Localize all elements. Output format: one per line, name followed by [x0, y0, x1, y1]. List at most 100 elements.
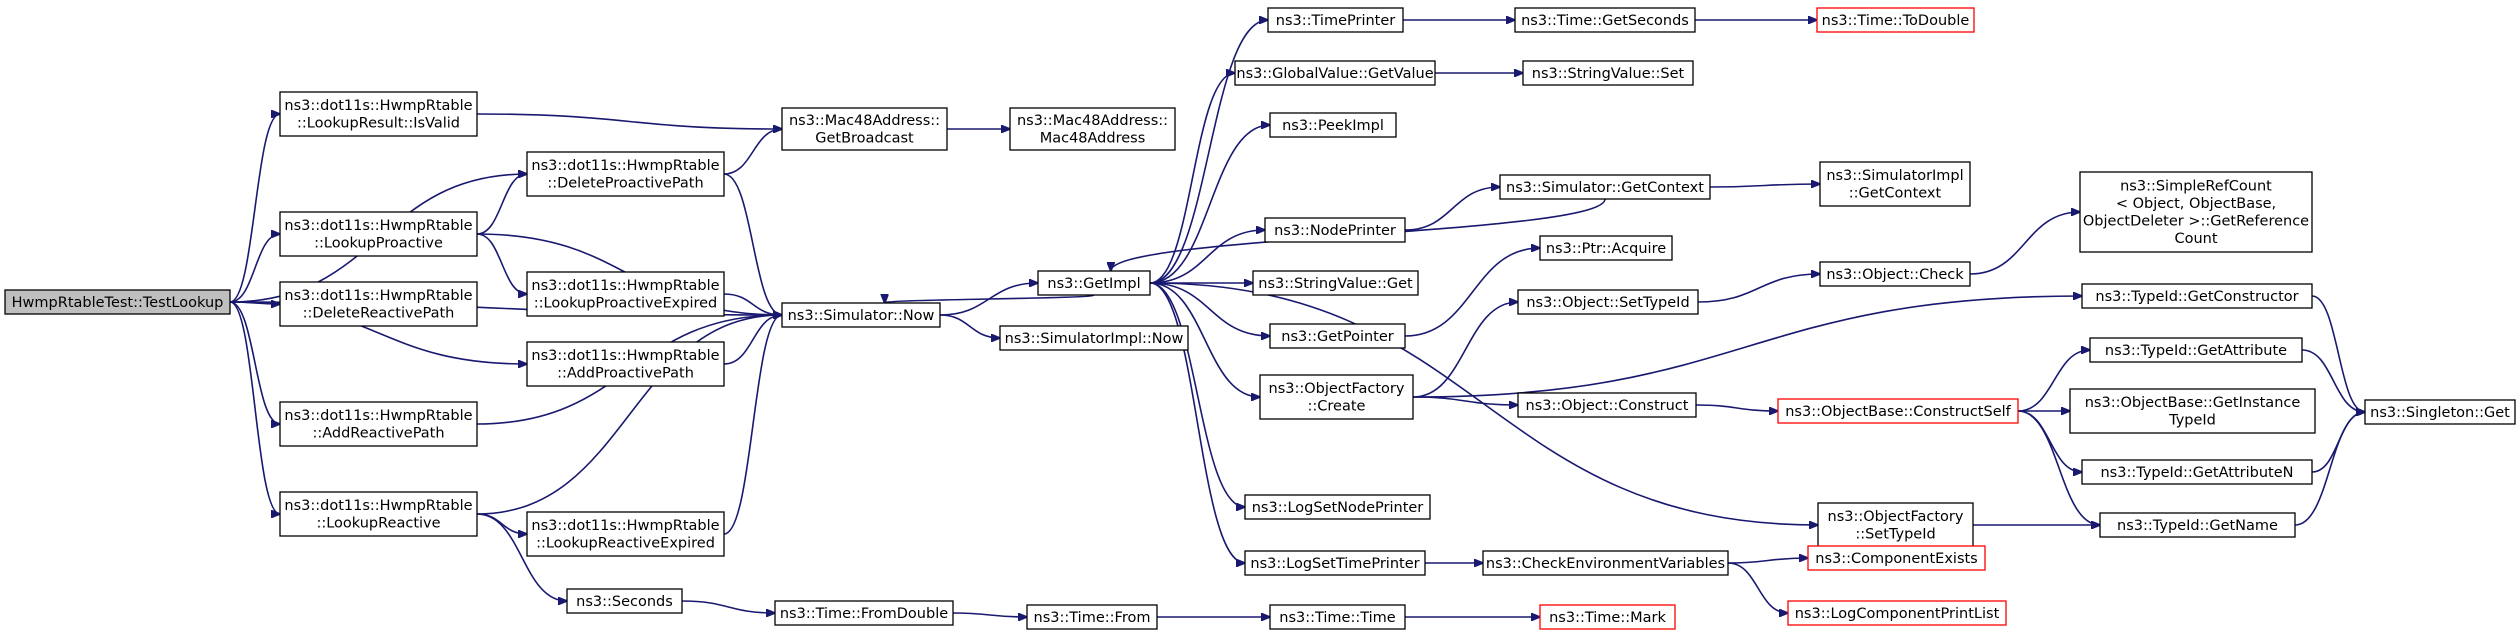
node-box[interactable] — [1009, 107, 1176, 151]
node-box[interactable] — [781, 107, 948, 151]
node-box[interactable] — [2099, 512, 2296, 538]
node-box[interactable] — [1267, 7, 1404, 33]
node-box[interactable] — [1252, 270, 1419, 296]
node-box[interactable] — [566, 588, 683, 614]
node-timeprinter[interactable]: ns3::TimePrinter — [1267, 7, 1404, 33]
node-getattribute[interactable]: ns3::TypeId::GetAttribute — [2089, 337, 2303, 363]
node-todouble[interactable]: ns3::Time::ToDouble — [1816, 7, 1975, 33]
node-box[interactable] — [999, 325, 1189, 351]
node-ofsettypeid[interactable]: ns3::ObjectFactory::SetTypeId — [1817, 502, 1974, 548]
node-box[interactable] — [1522, 60, 1694, 86]
node-delreact[interactable]: ns3::dot11s::HwmpRtable::DeleteReactiveP… — [279, 281, 478, 327]
node-ofcreate[interactable]: ns3::ObjectFactory::Create — [1259, 374, 1414, 420]
node-box[interactable] — [1539, 604, 1676, 630]
node-box[interactable] — [2081, 283, 2313, 309]
node-timefrom[interactable]: ns3::Time::From — [1026, 604, 1158, 630]
node-singleton[interactable]: ns3::Singleton::Get — [2364, 399, 2516, 425]
node-box[interactable] — [526, 341, 725, 387]
node-checkenv[interactable]: ns3::CheckEnvironmentVariables — [1482, 550, 1729, 576]
node-isvalid[interactable]: ns3::dot11s::HwmpRtable::LookupResult::I… — [279, 91, 478, 137]
node-simimplnow[interactable]: ns3::SimulatorImpl::Now — [999, 325, 1189, 351]
node-box[interactable] — [1499, 174, 1711, 200]
node-gvgetvalue[interactable]: ns3::GlobalValue::GetValue — [1234, 60, 1436, 86]
node-getname[interactable]: ns3::TypeId::GetName — [2099, 512, 2296, 538]
node-box[interactable] — [2364, 399, 2516, 425]
node-delproact[interactable]: ns3::dot11s::HwmpRtable::DeleteProactive… — [526, 151, 725, 197]
node-getattributen[interactable]: ns3::TypeId::GetAttributeN — [2081, 459, 2313, 485]
node-peekimpl[interactable]: ns3::PeekImpl — [1269, 112, 1397, 138]
node-box[interactable] — [526, 271, 725, 317]
node-box[interactable] — [1816, 7, 1975, 33]
node-box[interactable] — [1517, 392, 1697, 418]
node-box[interactable] — [1234, 60, 1436, 86]
node-timemark[interactable]: ns3::Time::Mark — [1539, 604, 1676, 630]
node-compexists[interactable]: ns3::ComponentExists — [1807, 545, 1986, 571]
node-box[interactable] — [1787, 600, 2007, 626]
node-lookreactexp[interactable]: ns3::dot11s::HwmpRtable::LookupReactiveE… — [526, 511, 725, 557]
node-box[interactable] — [1244, 550, 1426, 576]
node-objsettypeid[interactable]: ns3::Object::SetTypeId — [1517, 289, 1699, 315]
node-box[interactable] — [279, 281, 478, 327]
node-objconstruct[interactable]: ns3::Object::Construct — [1517, 392, 1697, 418]
node-box[interactable] — [279, 401, 478, 447]
node-ptracquire[interactable]: ns3::Ptr::Acquire — [1539, 235, 1673, 261]
node-box[interactable] — [279, 211, 478, 257]
node-simnow[interactable]: ns3::Simulator::Now — [781, 302, 941, 328]
node-addreact[interactable]: ns3::dot11s::HwmpRtable::AddReactivePath — [279, 401, 478, 447]
node-fromdouble[interactable]: ns3::Time::FromDouble — [774, 600, 954, 626]
node-obconstructself[interactable]: ns3::ObjectBase::ConstructSelf — [1777, 398, 2019, 424]
node-box[interactable] — [1037, 270, 1151, 296]
node-box[interactable] — [1819, 161, 1971, 207]
node-getbroadcast[interactable]: ns3::Mac48Address::GetBroadcast — [781, 107, 948, 151]
node-getseconds[interactable]: ns3::Time::GetSeconds — [1514, 7, 1696, 33]
node-root[interactable]: HwmpRtableTest::TestLookup — [4, 289, 231, 315]
node-box[interactable] — [1817, 502, 1974, 548]
node-box[interactable] — [1514, 7, 1696, 33]
node-logsetnode[interactable]: ns3::LogSetNodePrinter — [1244, 494, 1431, 520]
node-logcompprint[interactable]: ns3::LogComponentPrintList — [1787, 600, 2007, 626]
node-getpointer[interactable]: ns3::GetPointer — [1269, 323, 1406, 349]
node-getconstructor[interactable]: ns3::TypeId::GetConstructor — [2081, 283, 2313, 309]
node-box[interactable] — [1269, 112, 1397, 138]
node-box[interactable] — [279, 91, 478, 137]
node-box[interactable] — [1539, 235, 1673, 261]
node-box[interactable] — [1269, 323, 1406, 349]
node-svset[interactable]: ns3::StringValue::Set — [1522, 60, 1694, 86]
node-box[interactable] — [774, 600, 954, 626]
node-box[interactable] — [526, 511, 725, 557]
node-lookproact[interactable]: ns3::dot11s::HwmpRtable::LookupProactive — [279, 211, 478, 257]
node-box[interactable] — [2089, 337, 2303, 363]
node-lookreact[interactable]: ns3::dot11s::HwmpRtable::LookupReactive — [279, 491, 478, 537]
node-simimplgetctx[interactable]: ns3::SimulatorImpl::GetContext — [1819, 161, 1971, 207]
node-seconds[interactable]: ns3::Seconds — [566, 588, 683, 614]
node-svget[interactable]: ns3::StringValue::Get — [1252, 270, 1419, 296]
node-box[interactable] — [1026, 604, 1158, 630]
node-objcheck[interactable]: ns3::Object::Check — [1819, 261, 1971, 287]
node-simgetctx[interactable]: ns3::Simulator::GetContext — [1499, 174, 1711, 200]
node-box[interactable] — [2079, 171, 2313, 253]
node-box[interactable] — [1819, 261, 1971, 287]
node-box[interactable] — [1482, 550, 1729, 576]
node-nodeprinter[interactable]: ns3::NodePrinter — [1264, 217, 1406, 243]
node-refcount[interactable]: ns3::SimpleRefCount< Object, ObjectBase,… — [2079, 171, 2313, 253]
node-box[interactable] — [1269, 604, 1406, 630]
node-box[interactable] — [1264, 217, 1406, 243]
node-box[interactable] — [4, 289, 231, 315]
node-logsettime[interactable]: ns3::LogSetTimePrinter — [1244, 550, 1426, 576]
node-lookproactexp[interactable]: ns3::dot11s::HwmpRtable::LookupProactive… — [526, 271, 725, 317]
node-addproact[interactable]: ns3::dot11s::HwmpRtable::AddProactivePat… — [526, 341, 725, 387]
node-box[interactable] — [2081, 459, 2313, 485]
node-box[interactable] — [1244, 494, 1431, 520]
node-box[interactable] — [1777, 398, 2019, 424]
node-getimpl[interactable]: ns3::GetImpl — [1037, 270, 1151, 296]
node-box[interactable] — [2069, 388, 2316, 434]
node-box[interactable] — [1517, 289, 1699, 315]
node-timetime[interactable]: ns3::Time::Time — [1269, 604, 1406, 630]
node-box[interactable] — [1807, 545, 1986, 571]
node-box[interactable] — [1259, 374, 1414, 420]
node-box[interactable] — [279, 491, 478, 537]
node-box[interactable] — [526, 151, 725, 197]
node-mac48ctor[interactable]: ns3::Mac48Address::Mac48Address — [1009, 107, 1176, 151]
node-box[interactable] — [781, 302, 941, 328]
